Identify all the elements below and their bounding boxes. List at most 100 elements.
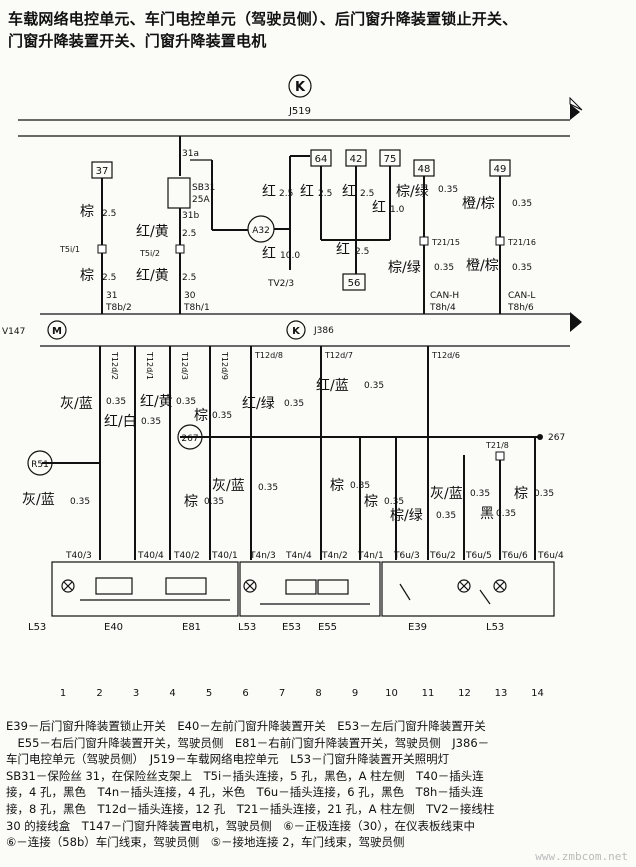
wire-red-white: 红/白: [104, 414, 137, 430]
wire-red-yellow-b-size: 2.5: [182, 273, 196, 283]
terminal-75: 75: [384, 154, 397, 165]
wire-red-green: 红/绿: [242, 396, 275, 412]
t12d7-label: T12d/7: [324, 351, 353, 360]
wire-gray-blue-low-size: 0.35: [70, 497, 90, 507]
column-number-5: 5: [206, 688, 212, 699]
node-267-label: 267: [181, 434, 198, 444]
component-e55: E55: [318, 622, 337, 633]
t403-label: T40/3: [65, 551, 92, 561]
column-number-14: 14: [531, 688, 544, 699]
wire-37-size: 2.5: [102, 209, 116, 219]
wire-48-size: 0.35: [438, 185, 458, 195]
wire-37b-color: 棕: [80, 268, 94, 284]
column-number-11: 11: [422, 688, 435, 699]
node-r51-label: R51: [31, 460, 49, 470]
legend: E39－后门窗升降装置锁止开关 E40－左前门窗升降装置开关 E53－左后门窗升…: [6, 718, 632, 851]
column-number-3: 3: [133, 688, 139, 699]
t8h1-label: T8h/1: [183, 303, 210, 313]
wire-red-yellow-a-size: 2.5: [182, 229, 196, 239]
t6u2-label: T6u/2: [429, 551, 456, 561]
connector-labels: T40/3 T40/4 T40/2 T40/1 T4n/3 T4n/4 T4n/…: [65, 551, 564, 561]
motor-symbol: [47, 320, 67, 340]
wire-brown-low-2: 棕: [330, 478, 344, 494]
node-r51: [27, 450, 53, 476]
wire-gray-blue-size: 0.35: [106, 397, 126, 407]
t12d6-label: T12d/6: [431, 351, 460, 360]
wire-red-white-size: 0.35: [141, 417, 161, 427]
wire-37-color: 棕: [80, 204, 94, 220]
title-line-2: 门窗升降装置开关、门窗升降装置电机: [8, 32, 267, 50]
wire-black-low: 黑: [480, 506, 494, 522]
wire-red-1-size: 2.5: [279, 189, 293, 199]
j386-label: J386: [313, 326, 334, 336]
watermark: www.zmbcom.net: [535, 850, 628, 863]
wire-gray-blue-low-2: 灰/蓝: [212, 478, 245, 494]
wire-48-color: 棕/绿: [396, 184, 429, 200]
can-l-label: CAN-L: [508, 291, 535, 301]
wire-37b-size: 2.5: [102, 273, 116, 283]
fuse-31b: 31b: [182, 211, 199, 221]
column-number-13: 13: [495, 688, 508, 699]
wire-red-blue: 红/蓝: [316, 378, 349, 394]
t2115-label: T21/15: [431, 238, 460, 247]
legend-line-6: 接，8 孔，黑色 T12d－插头连接，12 孔 T21－插头连接，21 孔，A …: [6, 801, 495, 816]
wire-red-2: 红: [300, 184, 314, 200]
legend-line-7: 30 的接线盒 T147－门窗升降装置电机，驾驶员侧 ⑥－正极连接（30），在仪…: [6, 818, 475, 833]
terminal-42: 42: [350, 154, 363, 165]
t6u3-label: T6u/3: [393, 551, 420, 561]
k-bus-symbol-label: K: [295, 80, 306, 95]
wire-red-green-size: 0.35: [284, 399, 304, 409]
wire-red-2-size: 2.5: [318, 189, 332, 199]
wire-red-yellow-mid-size: 0.35: [176, 397, 196, 407]
terminal-37: 37: [96, 166, 109, 177]
column-number-9: 9: [352, 688, 358, 699]
terminal-64: 64: [315, 154, 328, 165]
wire-brown-low-2-size: 0.35: [350, 481, 370, 491]
wire-48b-color: 棕/绿: [388, 260, 421, 276]
wire-brown-mid-size: 0.35: [212, 411, 232, 421]
t12d3-label: T12d/3: [180, 351, 189, 380]
t5i1-label: T5i/1: [59, 245, 80, 254]
k-bus-symbol: [288, 74, 312, 98]
legend-line-2: E55－右后门窗升降装置开关，驾驶员侧 E81－右前门窗升降装置开关，驾驶员侧 …: [6, 735, 490, 750]
column-number-1: 1: [60, 688, 66, 699]
terminal-48: 48: [418, 164, 431, 175]
wire-red-yellow-b: 红/黄: [136, 267, 169, 284]
wire-brown-green-low-size: 0.35: [436, 511, 456, 521]
wire-red-3: 红: [342, 184, 356, 200]
wire-red-3-size: 2.5: [360, 189, 374, 199]
wire-gray-blue-low-3: 灰/蓝: [430, 486, 463, 502]
legend-line-1: E39－后门窗升降装置锁止开关 E40－左前门窗升降装置开关 E53－左后门窗升…: [6, 719, 486, 733]
wire-brown-low-4-size: 0.35: [534, 489, 554, 499]
t4n3-label: T4n/3: [249, 551, 276, 561]
top-wire-labels: 棕 2.5 T5i/1 棕 2.5 31 T8b/2 31a SB31 25A …: [59, 149, 536, 313]
wire-red-yellow-mid: 红/黄: [140, 393, 173, 410]
title-line-1: 车载网络电控单元、车门电控单元（驾驶员侧）、后门窗升降装置锁止开关、: [8, 10, 518, 28]
legend-line-8: ⑥－连接（58b）车门线束，驾驶员侧 ⑤－接地连接 2，车门线束，驾驶员侧: [6, 835, 405, 850]
legend-line-5: 接，4 孔，黑色 T4n－插头连接，4 孔，米色 T6u－插头连接，6 孔，黑色…: [6, 785, 484, 800]
component-l53-a: L53: [28, 622, 46, 633]
wire-red-5: 红: [262, 246, 276, 262]
wire-brown-low-1: 棕: [184, 494, 198, 510]
t401-label: T40/1: [211, 551, 238, 561]
wire-brown-low-3-size: 0.35: [384, 497, 404, 507]
k-bus-symbol-2-label: K: [292, 326, 301, 337]
component-e81: E81: [182, 622, 201, 633]
j386-bus: K J386 M V147: [2, 312, 582, 347]
v147-label: V147: [2, 327, 25, 337]
t4n4-label: T4n/4: [285, 551, 312, 561]
t8b2-label: T8b/2: [105, 303, 132, 313]
component-e40: E40: [104, 622, 123, 633]
middle-labels: T12d/2 T12d/1 T12d/3 T12d/9 T12d/8 T12d/…: [60, 351, 509, 450]
wire-black-low-size: 0.35: [496, 509, 516, 519]
a32-label: A32: [252, 226, 270, 236]
wire-brown-low-1-size: 0.35: [204, 497, 224, 507]
wiring-diagram: K J519 K J386 M V147 37 64 42 75 48 49 5…: [2, 74, 583, 699]
legend-line-3: 车门电控单元（驾驶员侧） J519－车载网络电控单元 L53－门窗升降装置开关照…: [6, 752, 450, 767]
terminal-49: 49: [494, 164, 507, 175]
wire-red-1: 红: [262, 184, 276, 200]
component-boxes: [51, 561, 555, 617]
column-number-12: 12: [458, 688, 471, 699]
j519-label: J519: [288, 106, 311, 117]
